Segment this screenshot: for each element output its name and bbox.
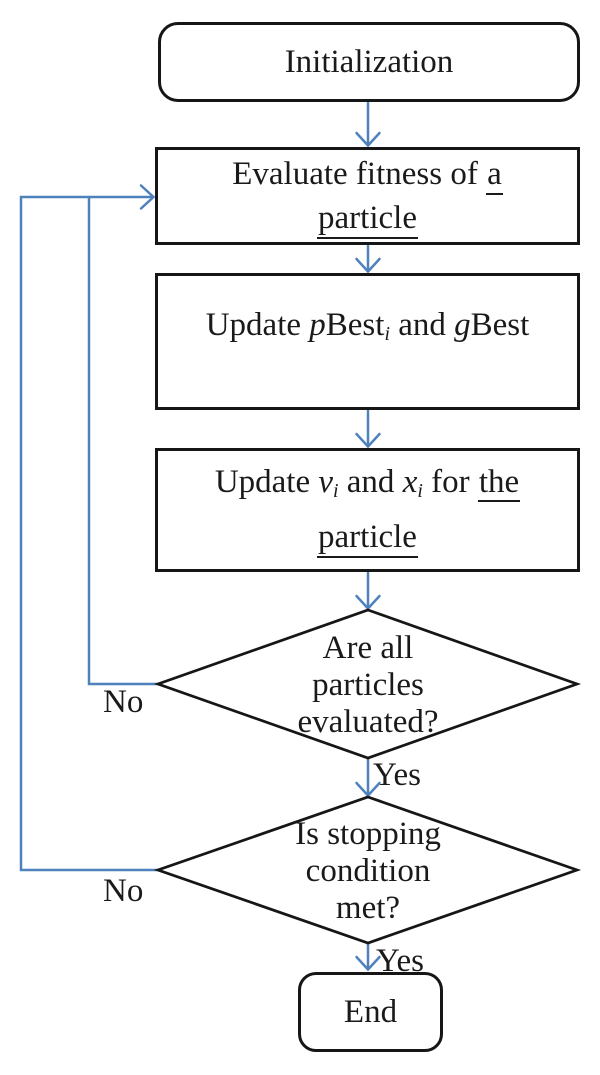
- update-pbest-gbest-label: Update pBesti and gBest: [205, 307, 530, 345]
- arrow-stopping-yes-to-end: [355, 942, 381, 972]
- arrow-start-to-evaluate: [355, 101, 381, 148]
- arrow-update-best-to-update-vx: [355, 409, 381, 449]
- subscript-i: i: [384, 322, 390, 345]
- particles-evaluated-label: Are all particles evaluated?: [297, 630, 439, 740]
- initialization-label: Initialization: [284, 44, 454, 80]
- underlined-word-the: the: [477, 464, 521, 503]
- particles-evaluated-diamond: [153, 608, 582, 760]
- end-node: End: [298, 972, 443, 1052]
- arrow-update-vx-to-particles-check: [355, 571, 381, 611]
- arrow-evaluate-to-update-best: [355, 244, 381, 274]
- update-velocity-position-node: Update vi and xi for the particle: [155, 448, 580, 572]
- subscript-i: i: [417, 479, 423, 502]
- var-x: x: [402, 463, 418, 500]
- update-velocity-position-label: Update vi and xi for the particle: [215, 459, 521, 562]
- update-pbest-gbest-node: Update pBesti and gBest: [155, 273, 580, 410]
- evaluate-fitness-label: Evaluate fitness of a particle: [232, 152, 503, 240]
- underlined-word-a: a: [486, 157, 503, 195]
- loop-particles-no: [87, 195, 160, 686]
- no-label-particles: No: [103, 684, 144, 720]
- evaluate-fitness-node: Evaluate fitness of a particle: [155, 147, 580, 245]
- initialization-node: Initialization: [158, 22, 580, 102]
- underlined-word-particle: particle: [317, 201, 418, 239]
- end-label: End: [343, 994, 398, 1030]
- var-g: g: [454, 307, 471, 344]
- underlined-word-particle: particle: [317, 520, 418, 559]
- stopping-condition-diamond: [153, 795, 582, 945]
- var-v: v: [318, 463, 334, 500]
- arrow-particles-yes-to-stopping-check: [355, 757, 381, 798]
- stopping-condition-label: Is stopping condition met?: [295, 816, 441, 926]
- var-p: p: [309, 307, 326, 344]
- no-label-stopping: No: [103, 873, 144, 909]
- subscript-i: i: [333, 479, 339, 502]
- loop-stopping-no: [19, 184, 160, 872]
- yes-label-particles: Yes: [373, 757, 422, 793]
